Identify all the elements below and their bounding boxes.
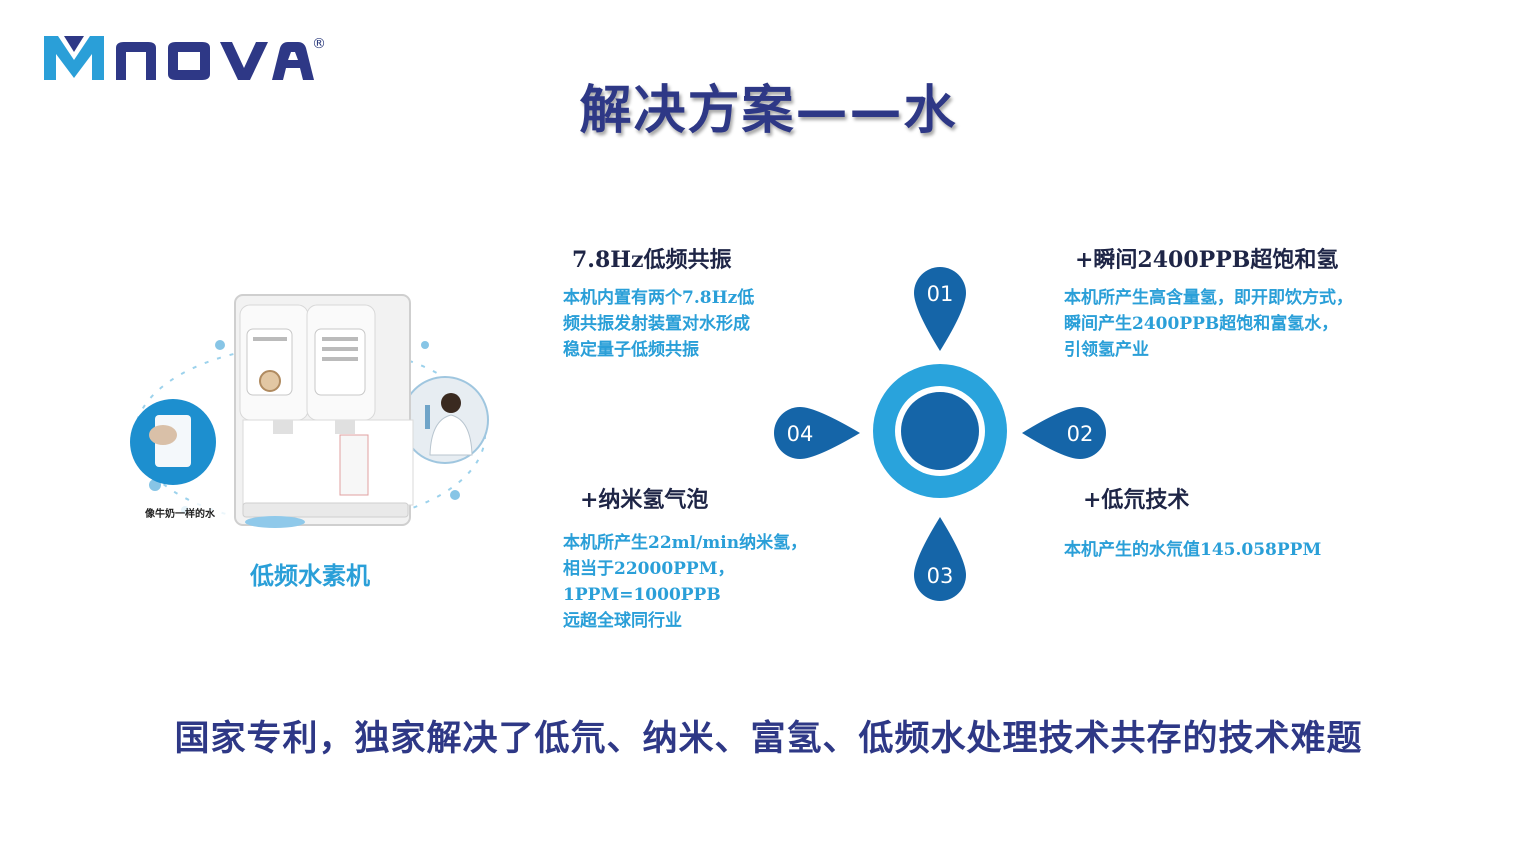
center-core bbox=[901, 392, 979, 470]
feature-desc-04: 本机所产生22ml/min纳米氢， 相当于22000PPM， 1PPM=1000… bbox=[563, 533, 808, 631]
page-title: 解决方案——水 bbox=[579, 81, 958, 141]
product-image: 像牛奶一样的水 bbox=[125, 285, 495, 535]
brand-logo bbox=[44, 34, 334, 84]
feature-title-02: +瞬间2400PPB超饱和氢 bbox=[1075, 247, 1339, 273]
drop-number-02: 02 bbox=[1067, 422, 1094, 446]
drop-number-03: 03 bbox=[927, 564, 954, 588]
bottom-statement: 国家专利，独家解决了低氘、纳米、富氢、低频水处理技术共存的技术难题 bbox=[174, 719, 1363, 759]
badge-text: 像牛奶一样的水 bbox=[144, 507, 216, 520]
feature-desc-01: 本机内置有两个7.8Hz低 频共振发射装置对水形成 稳定量子低频共振 bbox=[563, 288, 755, 360]
drop-04-icon: 04 bbox=[774, 407, 860, 459]
feature-diagram: 01 02 03 04 bbox=[760, 255, 1120, 615]
feature-title-04: +纳米氢气泡 bbox=[580, 487, 709, 513]
feature-desc-03: 本机产生的水氘值145.058PPM bbox=[1064, 540, 1322, 560]
logo-mark bbox=[44, 36, 314, 80]
feature-title-03: +低氘技术 bbox=[1083, 487, 1190, 513]
product-label: 低频水素机 bbox=[250, 562, 370, 590]
registered-mark: ® bbox=[312, 36, 326, 52]
drop-03-icon: 03 bbox=[914, 517, 966, 601]
drop-02-icon: 02 bbox=[1022, 407, 1106, 459]
drop-number-04: 04 bbox=[787, 422, 814, 446]
drop-number-01: 01 bbox=[927, 282, 954, 306]
feature-title-01: 7.8Hz低频共振 bbox=[572, 247, 732, 273]
feature-desc-02: 本机所产生高含量氢，即开即饮方式， 瞬间产生2400PPB超饱和富氢水， 引领氢… bbox=[1064, 288, 1353, 360]
drop-01-icon: 01 bbox=[914, 267, 966, 351]
